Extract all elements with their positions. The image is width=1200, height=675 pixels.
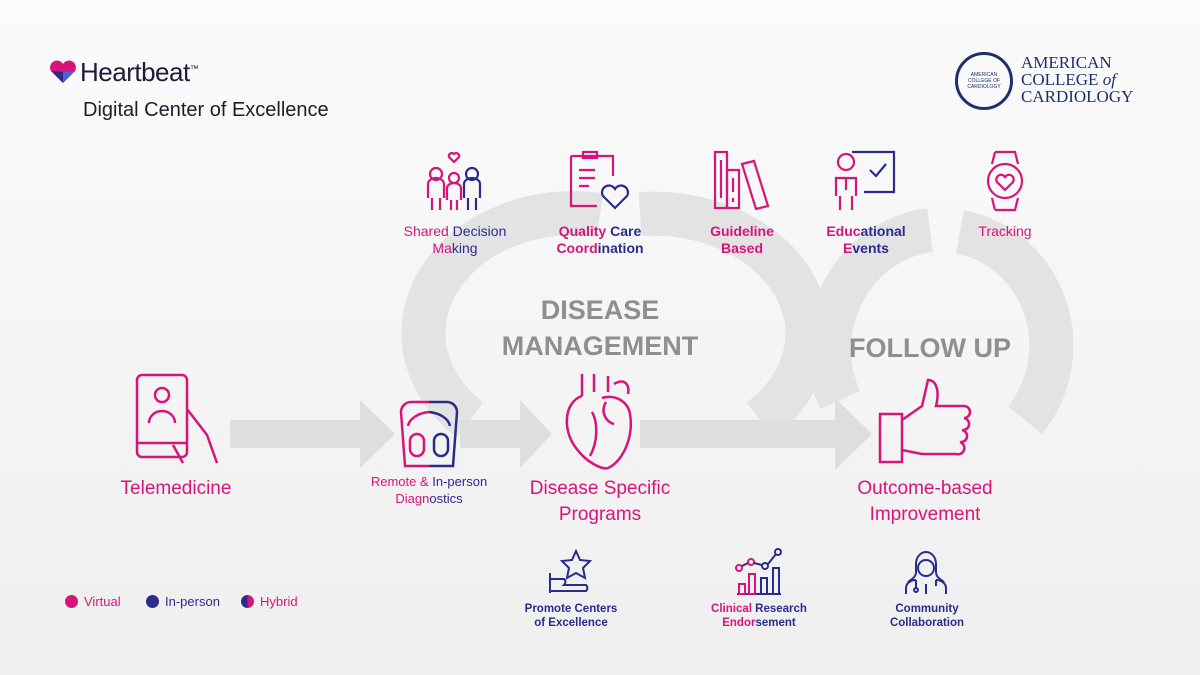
label-segment: Quality <box>558 223 611 239</box>
disease-cycle-arc-left <box>401 191 604 438</box>
label-line: Remote & In-person <box>371 473 487 490</box>
acc-of: of <box>1102 70 1116 89</box>
label-segment: Ma <box>432 240 452 256</box>
label-line: Educational <box>826 223 905 240</box>
label-line: Diagnostics <box>371 490 487 507</box>
label-line: Tracking <box>978 223 1031 240</box>
label-segment: E <box>843 240 853 256</box>
label-segment: Community <box>895 603 959 615</box>
label-segment: Collaboration <box>889 617 965 629</box>
label-segment: Promote Centers <box>524 603 618 615</box>
flow-arrow-2 <box>460 400 552 468</box>
legend-item-inperson: In-person <box>146 594 220 609</box>
label-segment: of Excellence <box>534 617 608 629</box>
followup-cycle-arc-left <box>807 208 934 409</box>
books-icon <box>713 150 770 210</box>
bar-chart-growth-icon <box>735 548 782 595</box>
heart-organ-icon <box>565 374 633 470</box>
followup-cycle-arc-right <box>955 210 1074 434</box>
label-line: Events <box>826 240 905 257</box>
smartwatch-heart-icon <box>986 150 1024 212</box>
follow-up-heading: FOLLOW UP <box>849 333 1011 363</box>
label-segment: Research <box>755 603 807 615</box>
acc-line1: AMERICAN <box>1021 53 1112 72</box>
acc-wordmark: AMERICAN COLLEGE of CARDIOLOGY <box>1021 54 1133 105</box>
clipboard-heart-icon <box>569 150 630 210</box>
label-line: Promote Centers <box>525 602 618 616</box>
hybrid-dot-icon <box>241 595 254 608</box>
legend-item-hybrid: Hybrid <box>241 594 298 609</box>
acc-seal: AMERICAN COLLEGE OF CARDIOLOGY <box>955 52 1013 110</box>
label-segment: ational <box>860 223 906 239</box>
label-segment: Guideline <box>710 223 774 239</box>
brand-name-text: Heartbeat <box>80 57 190 87</box>
legend-label: Virtual <box>84 594 121 609</box>
flow-arrow-3 <box>640 398 872 470</box>
label-segment: ostics <box>429 491 463 506</box>
label-segment: Diagn <box>395 491 430 506</box>
flow-arrow-1 <box>230 400 395 468</box>
legend-label: Hybrid <box>260 594 298 609</box>
label-segment: Tracking <box>978 223 1032 239</box>
label-line: Based <box>710 240 774 257</box>
teacher-board-icon <box>834 150 896 210</box>
telemedicine-phone-icon <box>135 373 219 464</box>
label-segment: Remote & <box>370 474 433 489</box>
label-line: Making <box>404 240 507 257</box>
label-segment: Endor <box>722 617 756 629</box>
label-line: Coordination <box>556 240 643 257</box>
label-segment: Shared <box>403 223 453 239</box>
hand-star-icon <box>549 549 593 593</box>
telemedicine-label: Telemedicine <box>120 478 232 499</box>
legend-label: In-person <box>165 594 220 609</box>
label-line: Shared Decision <box>404 223 507 240</box>
thumbs-up-icon <box>878 378 972 464</box>
label-segment: Educ <box>826 223 861 239</box>
label-segment: In-person <box>432 474 488 489</box>
label-segment: Based <box>720 240 764 256</box>
label-line: Clinical Research <box>711 602 807 616</box>
label-line: Guideline <box>710 223 774 240</box>
label-line: Community <box>890 602 964 616</box>
scale-icon <box>399 400 459 468</box>
label-segment: Coord <box>556 240 598 256</box>
legend-item-virtual: Virtual <box>65 594 121 609</box>
brand-name: Heartbeat™ <box>80 57 199 88</box>
trademark: ™ <box>189 63 199 74</box>
label-line: Quality Care <box>556 223 643 240</box>
label-segment: sement <box>755 617 796 629</box>
family-heart-icon <box>426 152 482 210</box>
disease-cycle-arc-right <box>638 191 830 438</box>
label-line: Endorsement <box>711 616 807 630</box>
acc-line2: COLLEGE <box>1021 70 1099 89</box>
label-segment: king <box>451 240 478 256</box>
label-segment: ination <box>597 240 644 256</box>
label-segment: Decision <box>452 223 507 239</box>
label-line: Collaboration <box>890 616 964 630</box>
top-item-label: Tracking <box>978 223 1031 240</box>
label-line: of Excellence <box>525 616 618 630</box>
acc-line3: CARDIOLOGY <box>1021 87 1134 106</box>
virtual-dot-icon <box>65 595 78 608</box>
heartbeat-logo-icon <box>50 60 76 83</box>
label-segment: vents <box>852 240 889 256</box>
inperson-dot-icon <box>146 595 159 608</box>
bottom-item-label: Promote Centers of Excellence <box>525 602 618 630</box>
label-segment: Clinical <box>711 603 756 615</box>
doctor-icon <box>905 551 947 594</box>
brand-subtitle: Digital Center of Excellence <box>83 99 329 121</box>
label-segment: Care <box>610 223 642 239</box>
